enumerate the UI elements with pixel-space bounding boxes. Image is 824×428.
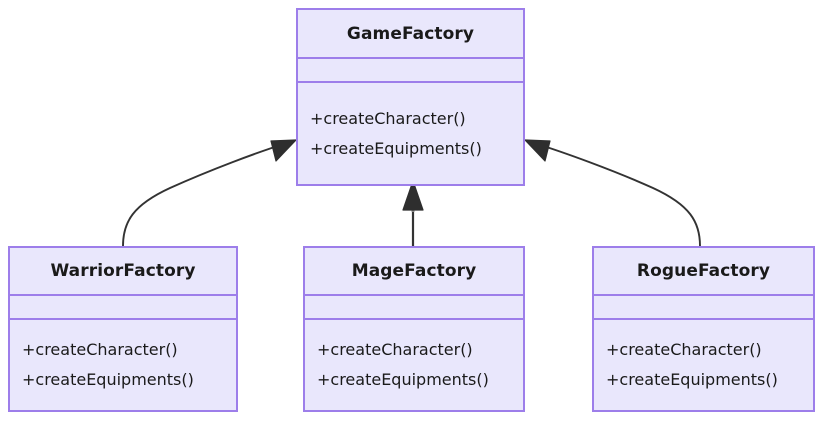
class-attributes-warriorfactory — [10, 296, 236, 320]
method-item: +createCharacter() — [22, 340, 178, 359]
class-name-warriorfactory: WarriorFactory — [10, 248, 236, 296]
method-item: +createEquipments() — [606, 370, 778, 389]
method-item: +createCharacter() — [606, 340, 762, 359]
method-item: +createEquipments() — [317, 370, 489, 389]
edge-rogue-to-gamefactory — [524, 139, 701, 247]
class-name-magefactory: MageFactory — [305, 248, 523, 296]
class-name-gamefactory: GameFactory — [298, 10, 523, 59]
class-methods-warriorfactory: +createCharacter() +createEquipments() — [10, 320, 236, 410]
arrowhead-solid-triangle — [524, 139, 551, 162]
class-node-gamefactory[interactable]: GameFactory +createCharacter() +createEq… — [296, 8, 525, 186]
class-methods-magefactory: +createCharacter() +createEquipments() — [305, 320, 523, 410]
method-item: +createEquipments() — [22, 370, 194, 389]
class-node-magefactory[interactable]: MageFactory +createCharacter() +createEq… — [303, 246, 525, 412]
edge-warrior-to-gamefactory — [122, 139, 297, 247]
method-item: +createCharacter() — [317, 340, 473, 359]
class-attributes-roguefactory — [594, 296, 813, 320]
method-item: +createEquipments() — [310, 138, 482, 158]
class-attributes-gamefactory — [298, 59, 523, 83]
edge-mage-to-gamefactory — [402, 180, 424, 246]
arrowhead-solid-triangle — [270, 139, 297, 162]
class-name-roguefactory: RogueFactory — [594, 248, 813, 296]
class-node-roguefactory[interactable]: RogueFactory +createCharacter() +createE… — [592, 246, 815, 412]
method-item: +createCharacter() — [310, 108, 466, 128]
class-attributes-magefactory — [305, 296, 523, 320]
class-node-warriorfactory[interactable]: WarriorFactory +createCharacter() +creat… — [8, 246, 238, 412]
class-methods-roguefactory: +createCharacter() +createEquipments() — [594, 320, 813, 410]
class-methods-gamefactory: +createCharacter() +createEquipments() — [298, 83, 523, 184]
